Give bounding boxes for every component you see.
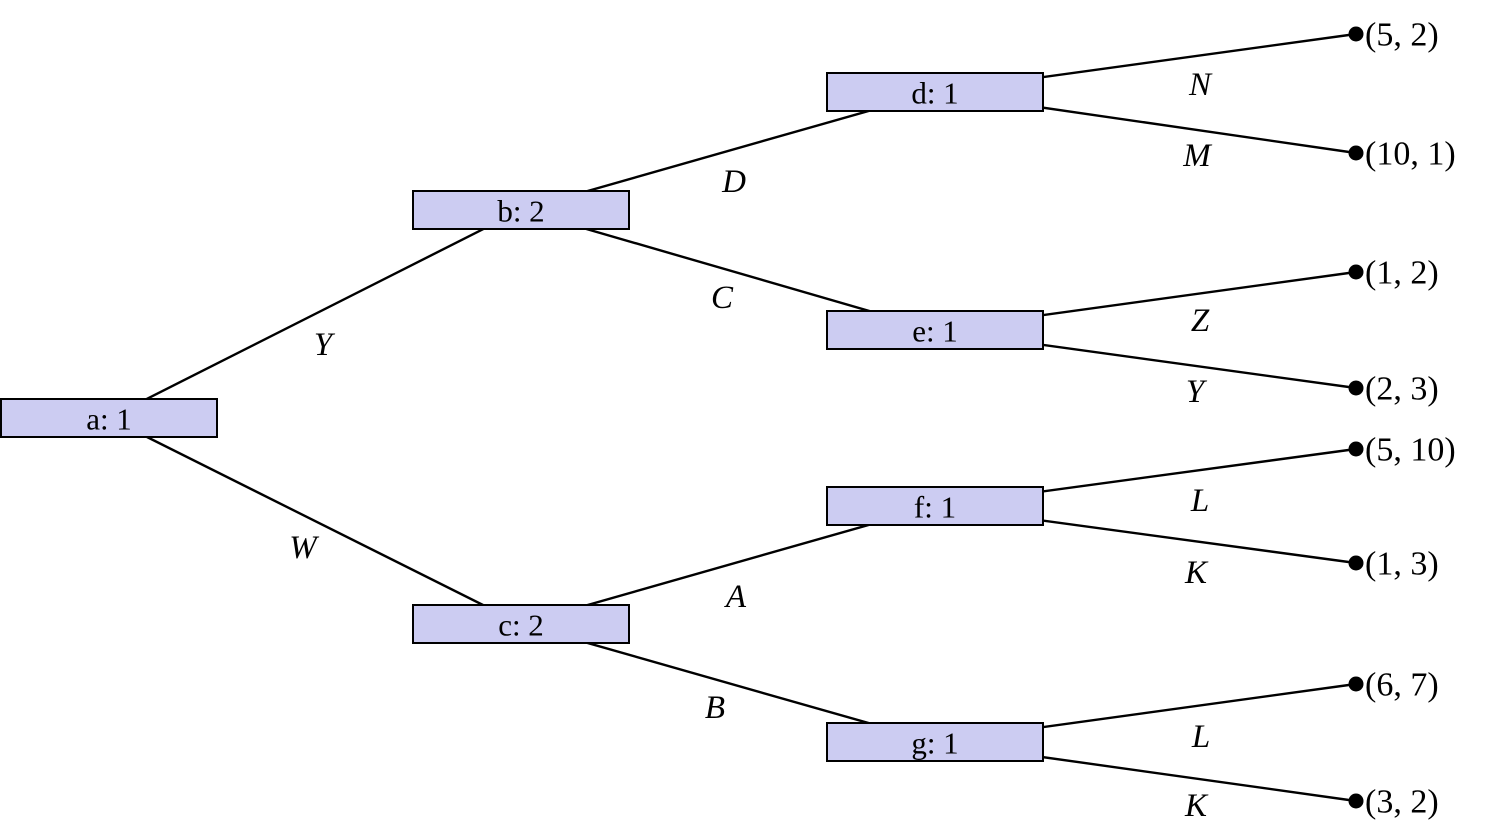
node-label: e: 1	[912, 314, 958, 349]
tree-edge	[108, 416, 522, 626]
payoff-label: (10, 1)	[1365, 136, 1456, 173]
edge-label: C	[711, 280, 734, 316]
edge-label: D	[721, 164, 746, 200]
decision-node-box	[412, 190, 630, 230]
edge-label: Y	[1186, 374, 1208, 410]
edge-label: L	[1191, 719, 1210, 755]
node-label: b: 2	[497, 194, 544, 229]
leaf-dot	[1348, 145, 1364, 161]
payoff-label: (2, 3)	[1365, 371, 1439, 408]
edge-label: Y	[314, 327, 336, 363]
decision-node-box	[826, 722, 1044, 762]
edge-label: Z	[1191, 303, 1210, 339]
leaf-dot	[1348, 441, 1364, 457]
node-label: a: 1	[86, 402, 132, 437]
edge-label: B	[705, 690, 725, 726]
payoff-label: (1, 2)	[1365, 255, 1439, 292]
node-label: d: 1	[911, 76, 958, 111]
node-label: g: 1	[911, 726, 958, 761]
node-label: c: 2	[498, 608, 544, 643]
edge-label: M	[1182, 138, 1212, 174]
leaf-dot	[1348, 676, 1364, 692]
leaf-dot	[1348, 793, 1364, 809]
edge-label: A	[724, 579, 747, 615]
edge-label: K	[1184, 788, 1209, 824]
node-label: f: 1	[914, 490, 956, 525]
decision-node-box	[0, 398, 218, 438]
payoff-label: (5, 10)	[1365, 432, 1456, 469]
decision-node-box	[826, 310, 1044, 350]
payoff-label: (3, 2)	[1365, 784, 1439, 821]
leaf-dot	[1348, 264, 1364, 280]
decision-node-box	[826, 72, 1044, 112]
leaf-dot	[1348, 555, 1364, 571]
tree-edge	[108, 208, 522, 420]
edge-label: N	[1188, 67, 1213, 103]
edge-label: W	[289, 530, 319, 566]
edge-label: L	[1190, 483, 1209, 519]
payoff-label: (5, 2)	[1365, 17, 1439, 54]
leaf-dot	[1348, 380, 1364, 396]
payoff-label: (1, 3)	[1365, 546, 1439, 583]
edge-label: K	[1184, 555, 1209, 591]
decision-node-box	[412, 604, 630, 644]
leaf-dot	[1348, 26, 1364, 42]
payoff-label: (6, 7)	[1365, 667, 1439, 704]
decision-node-box	[826, 486, 1044, 526]
